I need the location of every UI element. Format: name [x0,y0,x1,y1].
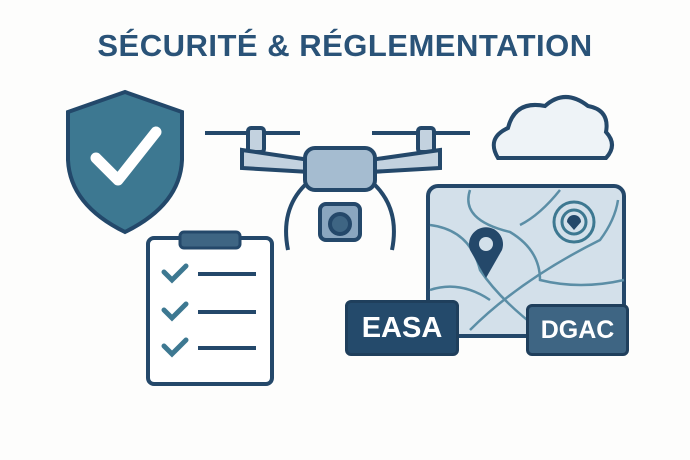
map-icon [426,184,626,338]
page-title: SÉCURITÉ & RÉGLEMENTATION [97,28,593,63]
shield-check-icon [66,89,184,235]
easa-badge: EASA [345,300,459,356]
drone-icon [205,126,470,251]
checklist-icon [146,230,274,386]
cloud-icon [491,95,614,160]
dgac-badge: DGAC [526,304,629,356]
